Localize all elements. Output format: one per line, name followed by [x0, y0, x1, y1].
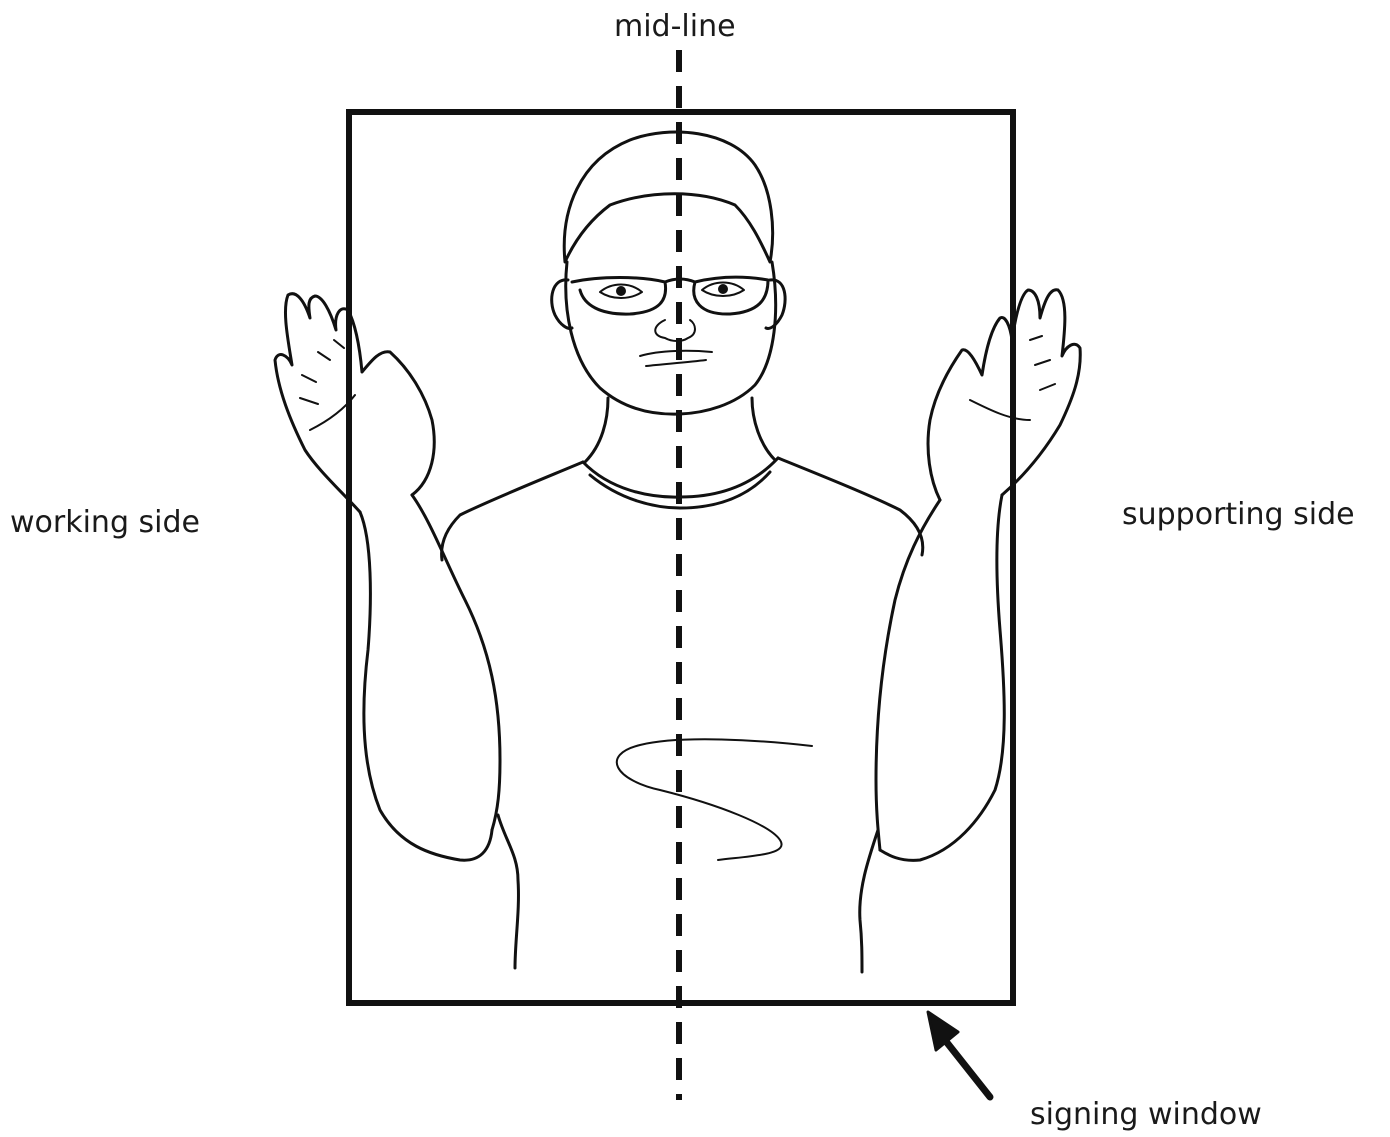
supporting-side-label: supporting side	[1122, 500, 1355, 530]
left-hand	[275, 294, 434, 512]
right-hand	[928, 290, 1080, 500]
hair	[564, 132, 772, 262]
shirt-squiggle	[617, 739, 812, 860]
left-arm-inner	[412, 495, 500, 830]
left-pupil	[616, 286, 626, 296]
torso-right	[860, 830, 878, 972]
working-side-label: working side	[10, 508, 200, 538]
mid-line-label: mid-line	[614, 12, 736, 42]
nose	[655, 320, 695, 341]
face-outline	[566, 262, 776, 414]
right-arm-outer	[880, 495, 1004, 860]
shirt-left	[442, 462, 583, 560]
right-pupil	[718, 284, 728, 294]
arrow-head	[928, 1012, 958, 1050]
signing-window-label: signing window	[1030, 1100, 1262, 1130]
shirt-right	[778, 458, 923, 555]
glasses	[572, 277, 768, 314]
left-arm-outer	[360, 512, 492, 860]
torso-left	[498, 815, 518, 968]
right-arm-inner	[876, 500, 940, 850]
signing-window-arrow	[928, 1012, 990, 1097]
mouth-lower	[646, 360, 706, 366]
